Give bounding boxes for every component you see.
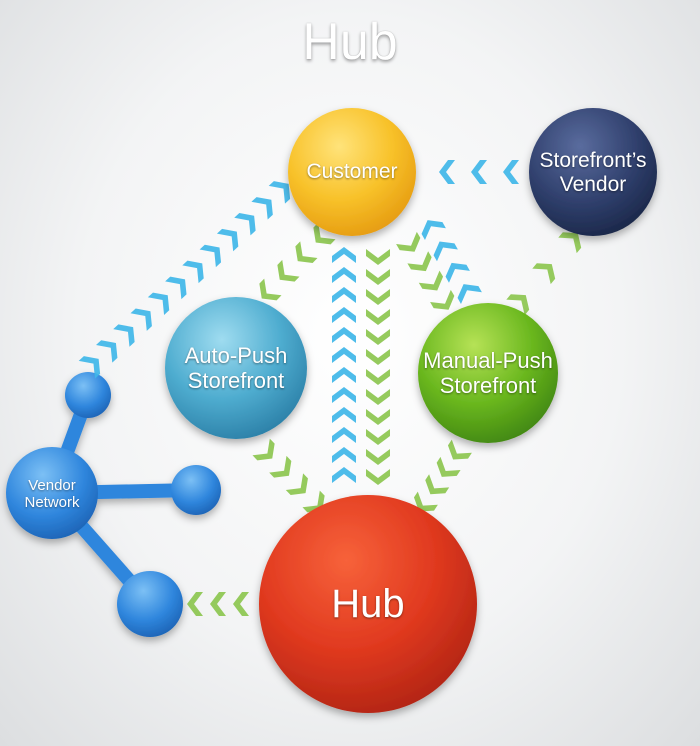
arrow-network-to-customer [78,181,291,379]
arrow-manualpush-to-hub-chevron [447,439,472,460]
vendor-network-graph [6,372,221,637]
arrow-customer-to-hub-chevron [366,329,390,345]
arrow-customer-to-hub-chevron [366,469,390,485]
arrow-network-to-customer-chevron [251,197,273,220]
arrow-customer-to-hub-chevron [366,309,390,325]
arrow-hub-to-customer-chevron [332,427,356,443]
arrow-customer-to-hub-chevron [366,249,390,265]
auto-push-storefront-node [165,297,307,439]
arrow-customer-to-autopush-chevron [295,241,318,264]
customer-node [288,108,416,236]
arrow-network-to-customer-chevron [182,260,204,284]
arrow-manualpush-to-hub-chevron [436,456,461,477]
arrow-customer-to-hub [366,249,390,485]
arrow-autopush-to-hub-chevron [252,438,275,461]
storefront-vendor-node [529,108,657,236]
arrow-customer-to-manualpush-chevron [418,270,444,291]
arrow-autopush-to-hub-chevron [285,473,308,496]
arrow-customer-to-hub-chevron [366,269,390,285]
arrow-manualpush-to-customer-chevron [421,220,446,240]
arrow-manualpush-to-vendor-chevron [506,294,530,316]
arrow-network-to-customer-chevron [147,292,170,315]
arrow-hub-to-customer-chevron [332,267,356,283]
arrow-hub-to-network-chevron [210,592,226,616]
network-node-bottom [117,571,183,637]
arrow-vendor-to-customer [439,160,519,184]
arrow-autopush-to-hub-chevron [269,455,292,478]
arrow-customer-to-manualpush [396,231,455,310]
arrow-network-to-customer-chevron [96,340,118,363]
arrow-network-to-customer-chevron [199,244,222,268]
arrow-vendor-to-customer-chevron [439,160,455,184]
arrow-manualpush-to-customer-chevron [457,284,482,304]
vendor-network-node [6,447,98,539]
arrow-hub-to-customer-chevron [332,447,356,463]
arrow-hub-to-customer-chevron [332,407,356,423]
arrow-manualpush-to-vendor-chevron [558,232,582,254]
main-nodes [165,108,657,713]
arrow-hub-to-customer-chevron [332,367,356,383]
arrow-hub-to-customer-chevron [332,387,356,403]
arrow-hub-to-customer-chevron [332,347,356,363]
flow-arrows [78,160,582,616]
arrow-hub-to-network-chevron [233,592,249,616]
arrow-hub-to-customer [332,247,356,483]
arrow-network-to-customer-chevron [130,308,152,331]
page-title: Hub [302,13,398,71]
arrow-network-to-customer-chevron [234,212,256,236]
arrow-customer-to-manualpush-chevron [407,251,432,272]
arrow-manualpush-to-hub-chevron [425,474,450,495]
hub-node [259,495,477,713]
arrow-customer-to-hub-chevron [366,409,390,425]
arrow-customer-to-autopush-chevron [259,278,282,301]
arrow-customer-to-hub-chevron [366,369,390,385]
arrow-customer-to-autopush-chevron [277,259,300,282]
arrow-customer-to-manualpush-chevron [430,289,455,310]
arrow-hub-to-customer-chevron [332,327,356,343]
arrow-manualpush-to-hub-chevron [413,491,438,512]
arrow-manualpush-to-customer-chevron [445,262,470,283]
arrow-network-to-customer-chevron [113,324,135,347]
arrow-hub-to-customer-chevron [332,467,356,483]
manual-push-storefront-node [418,303,558,443]
arrow-hub-to-network-chevron [187,592,203,616]
arrow-customer-to-hub-chevron [366,289,390,305]
arrow-customer-to-autopush [259,222,336,301]
arrow-manualpush-to-hub [413,439,472,512]
network-node-middle [171,465,221,515]
arrow-customer-to-hub-chevron [366,449,390,465]
arrow-customer-to-hub-chevron [366,349,390,365]
arrow-vendor-to-customer-chevron [471,160,487,184]
arrow-customer-to-hub-chevron [366,429,390,445]
arrow-manualpush-to-customer [421,220,482,304]
arrow-hub-to-customer-chevron [332,287,356,303]
arrow-hub-to-customer-chevron [332,247,356,263]
arrow-manualpush-to-customer-chevron [433,241,458,262]
arrow-manualpush-to-vendor-chevron [532,263,556,285]
arrow-manualpush-to-vendor [506,232,582,316]
arrow-customer-to-autopush-chevron [313,222,336,245]
network-node-top [65,372,111,418]
arrow-network-to-customer-chevron [78,356,101,379]
arrow-customer-to-manualpush-chevron [396,231,421,252]
arrow-network-to-customer-chevron [216,228,239,252]
arrow-vendor-to-customer-chevron [503,160,519,184]
arrow-customer-to-hub-chevron [366,389,390,405]
arrow-network-to-customer-chevron [268,181,291,204]
arrow-hub-to-customer-chevron [332,307,356,323]
arrow-hub-to-network [187,592,249,616]
arrow-network-to-customer-chevron [165,276,187,300]
